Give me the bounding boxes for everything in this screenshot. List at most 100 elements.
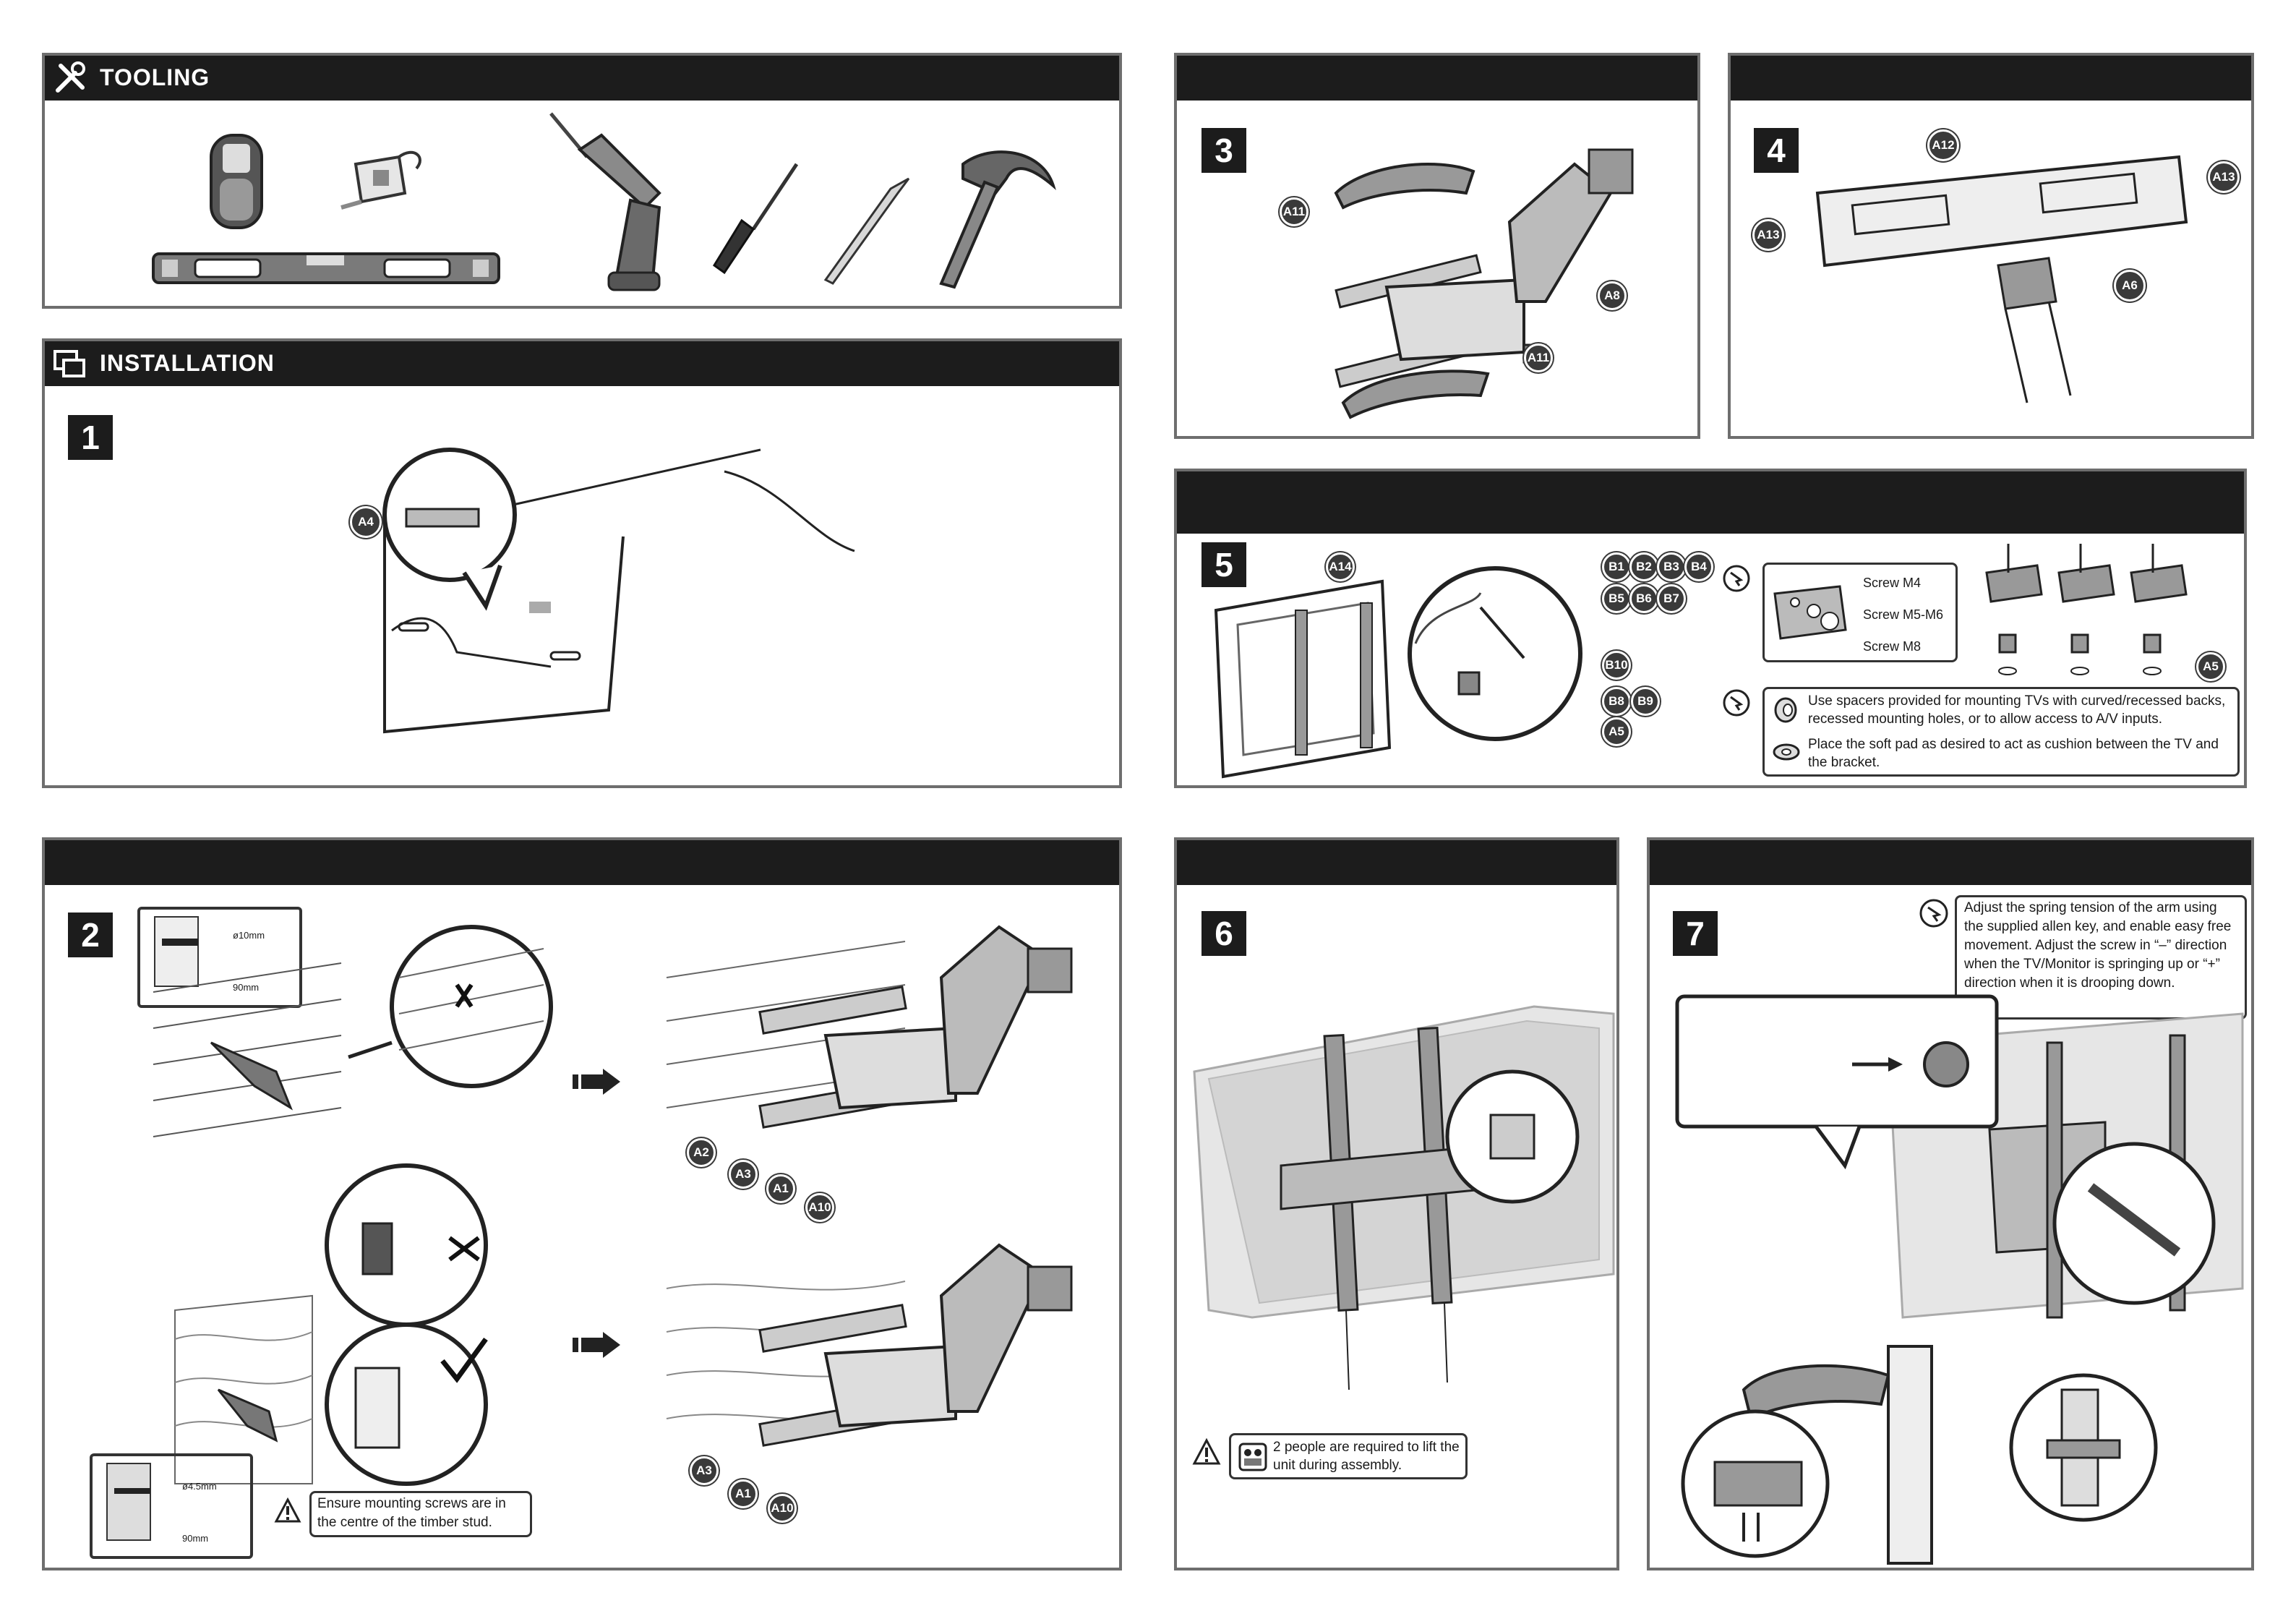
- callout-b6: B6: [1629, 584, 1658, 613]
- callout-a11-top: A11: [1280, 197, 1308, 226]
- step-7-number: 7: [1673, 911, 1718, 956]
- tip-icon: [1723, 565, 1750, 592]
- callout-a1-timber: A1: [729, 1479, 758, 1508]
- step-7-header: [1650, 840, 2251, 885]
- stud-finder-icon: [210, 134, 263, 229]
- step-4-illustration: [1815, 155, 2188, 403]
- screwdriver-icon: [712, 163, 799, 275]
- tooling-header: TOOLING: [45, 56, 1119, 101]
- step-7-illustration: [1675, 994, 2244, 1565]
- callout-b5: B5: [1602, 584, 1631, 613]
- brick-bracket-assembly: [666, 925, 1073, 1129]
- callout-a2: A2: [687, 1138, 716, 1167]
- two-people-warning-text: 2 people are required to lift the unit d…: [1273, 1440, 1460, 1473]
- timber-warning-text: Ensure mounting screws are in the centre…: [317, 1496, 506, 1530]
- callout-a13-right: A13: [2208, 161, 2240, 193]
- spring-tension-note-box: Adjust the spring tension of the arm usi…: [1955, 895, 2247, 1020]
- soft-pad-icon: [1773, 743, 1800, 761]
- step-2-number: 2: [68, 913, 113, 957]
- callout-a10: A10: [805, 1193, 834, 1222]
- timber-warning-box: Ensure mounting screws are in the centre…: [309, 1491, 532, 1537]
- step-1-illustration: [382, 448, 855, 734]
- step-1-number: 1: [68, 415, 113, 460]
- screw-m8-label: Screw M8: [1863, 639, 1922, 654]
- warning-icon: [274, 1497, 301, 1523]
- warning-icon: [1192, 1437, 1221, 1465]
- callout-b2: B2: [1629, 552, 1658, 581]
- callout-a10-timber: A10: [768, 1494, 797, 1523]
- timber-depth: 90mm: [182, 1533, 209, 1544]
- callout-a5-left: A5: [1602, 717, 1631, 746]
- two-people-icon: [1238, 1443, 1267, 1471]
- hammer-icon: [939, 150, 1056, 289]
- tools-icon: [56, 61, 85, 93]
- timber-bracket-assembly: [666, 1243, 1073, 1447]
- callout-b9: B9: [1631, 687, 1660, 716]
- callout-b7: B7: [1657, 584, 1686, 613]
- two-people-warning-box: 2 people are required to lift the unit d…: [1229, 1433, 1468, 1479]
- step-6-illustration: [1193, 1005, 1615, 1390]
- callout-a5-right: A5: [2196, 652, 2225, 681]
- step-2-panel: 2 ø10mm 90mm A2 A3 A1 A10: [42, 837, 1122, 1570]
- callout-a1: A1: [766, 1174, 795, 1203]
- spacer-icon: [1774, 697, 1797, 723]
- step-7-panel: 7 Adjust the spring tension of the arm u…: [1647, 837, 2254, 1570]
- step-4-number: 4: [1754, 128, 1799, 173]
- tape-measure-icon: [340, 150, 421, 210]
- callout-a6: A6: [2114, 270, 2146, 302]
- step-6-number: 6: [1201, 911, 1246, 956]
- callout-b8: B8: [1602, 687, 1631, 716]
- timber-diameter: ø4.5mm: [182, 1481, 217, 1492]
- timber-hole-diagram: [106, 1463, 151, 1541]
- screw-plate-diagram: [1773, 585, 1847, 640]
- callout-a13-left: A13: [1752, 219, 1784, 251]
- spacer-zoom-illustration: [1408, 566, 1582, 741]
- spacer-notes-box: Use spacers provided for mounting TVs wi…: [1762, 687, 2240, 777]
- brick-hole-diagram: [154, 916, 199, 987]
- step-3-panel: 3 A11 A8 A11: [1174, 53, 1700, 439]
- callout-a11-bottom: A11: [1524, 343, 1553, 372]
- callout-a14: A14: [1326, 552, 1355, 581]
- step-4-header: [1731, 56, 2251, 101]
- callout-a4: A4: [350, 506, 382, 538]
- spacer-note-text: Use spacers provided for mounting TVs wi…: [1808, 693, 2226, 727]
- step-3-number: 3: [1201, 128, 1246, 173]
- installation-title: INSTALLATION: [100, 350, 275, 376]
- callout-b3: B3: [1657, 552, 1686, 581]
- soft-pad-note-text: Place the soft pad as desired to act as …: [1808, 737, 2219, 770]
- installation-icon: [53, 350, 85, 377]
- tooling-title: TOOLING: [100, 64, 210, 90]
- step-5-panel: 5 A14 B1 B2 B3 B4 B5 B6 B7 B10 B8 B9 A5 …: [1174, 469, 2247, 788]
- step-5-header: [1177, 471, 2244, 534]
- screw-spacer-stack-illustration: [1985, 544, 2188, 675]
- tip-icon: [1723, 689, 1750, 717]
- callout-a12: A12: [1927, 129, 1959, 161]
- tip-icon: [1919, 899, 1948, 928]
- drill-icon: [549, 112, 661, 291]
- brick-wall-drilling: [153, 925, 553, 1137]
- brick-depth: 90mm: [233, 982, 260, 993]
- step-3-illustration: [1334, 148, 1634, 419]
- screw-size-box: Screw M4 Screw M5-M6 Screw M8: [1762, 563, 1958, 662]
- tv-back-bracket-illustration: [1214, 579, 1392, 779]
- installation-header: INSTALLATION: [45, 341, 1119, 386]
- arrow-right-icon: [573, 1069, 620, 1095]
- timber-dimension-box: ø4.5mm 90mm: [90, 1453, 253, 1559]
- screw-m5-m6-label: Screw M5-M6: [1863, 607, 1944, 622]
- callout-a3-timber: A3: [690, 1456, 719, 1485]
- callout-b10: B10: [1602, 651, 1631, 680]
- pencil-icon: [823, 177, 910, 285]
- brick-dimension-box: ø10mm 90mm: [137, 907, 302, 1008]
- step-5-number: 5: [1201, 542, 1246, 587]
- step-3-header: [1177, 56, 1697, 101]
- arrow-right-icon: [573, 1332, 620, 1358]
- callout-b1: B1: [1602, 552, 1631, 581]
- step-2-header: [45, 840, 1119, 885]
- callout-a8: A8: [1598, 281, 1627, 310]
- installation-panel: INSTALLATION 1 A4: [42, 338, 1122, 788]
- step-4-panel: 4 A12 A13 A13 A6: [1728, 53, 2254, 439]
- step-6-panel: 6 2 people are required to lift the unit…: [1174, 837, 1619, 1570]
- screw-m4-label: Screw M4: [1863, 576, 1922, 590]
- step-6-header: [1177, 840, 1616, 885]
- spirit-level-icon: [152, 252, 500, 284]
